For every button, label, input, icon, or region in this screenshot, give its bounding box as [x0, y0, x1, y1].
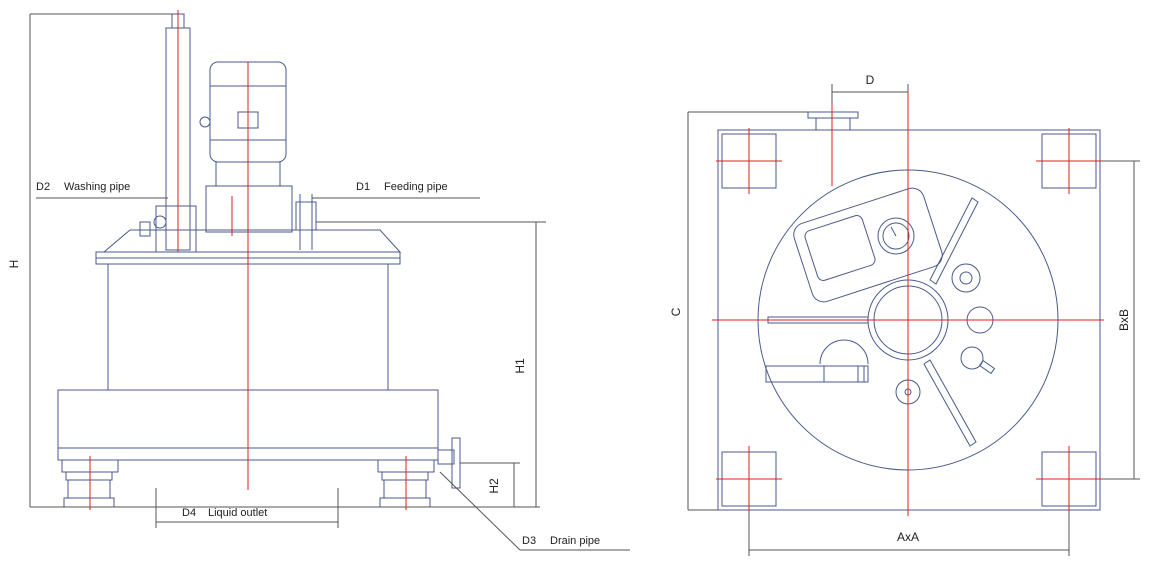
height-dimension-h1	[316, 221, 546, 507]
dim-bxb-label: BxB	[1117, 309, 1131, 331]
top-centerlines	[712, 92, 1104, 516]
feeding-pipe-code: D1	[356, 181, 370, 193]
discharge-assembly	[765, 339, 869, 383]
dim-h-label: H	[7, 260, 21, 269]
port-top-right-inner	[959, 271, 973, 285]
height-dimension-h2	[460, 462, 520, 507]
side-centerlines	[89, 10, 407, 510]
outlet-dimension-d4	[155, 488, 339, 528]
feeding-pipe-label: Feeding pipe	[384, 181, 448, 193]
liquid-outlet-code: D4	[182, 507, 196, 519]
side-view	[29, 10, 630, 551]
washing-pipe-label: Washing pipe	[64, 181, 130, 193]
dim-d-label: D	[866, 73, 875, 87]
label-leaders	[36, 197, 630, 551]
feed-nozzle	[807, 111, 859, 131]
drain-pipe-code: D3	[522, 535, 536, 547]
motor	[199, 61, 317, 250]
washing-pipe-column	[139, 10, 197, 253]
liquid-outlet-label: Liquid outlet	[208, 507, 267, 519]
dimension-c	[687, 111, 808, 511]
dim-h1-label: H1	[513, 358, 527, 374]
drain-pipe-label: Drain pipe	[550, 535, 600, 547]
dimension-bxb	[1096, 160, 1140, 480]
height-dimension-h	[29, 13, 178, 508]
sensor-fitting	[960, 346, 996, 375]
top-view	[687, 84, 1140, 556]
dim-axa-label: AxA	[897, 530, 919, 544]
dimension-d	[831, 84, 909, 130]
radial-arms	[767, 197, 979, 447]
dimension-axa	[748, 506, 1070, 556]
dim-h2-label: H2	[487, 478, 501, 494]
washing-pipe-code: D2	[36, 181, 50, 193]
inspection-hatch	[793, 187, 943, 303]
dim-c-label: C	[669, 307, 683, 316]
port-top-right	[951, 263, 981, 293]
